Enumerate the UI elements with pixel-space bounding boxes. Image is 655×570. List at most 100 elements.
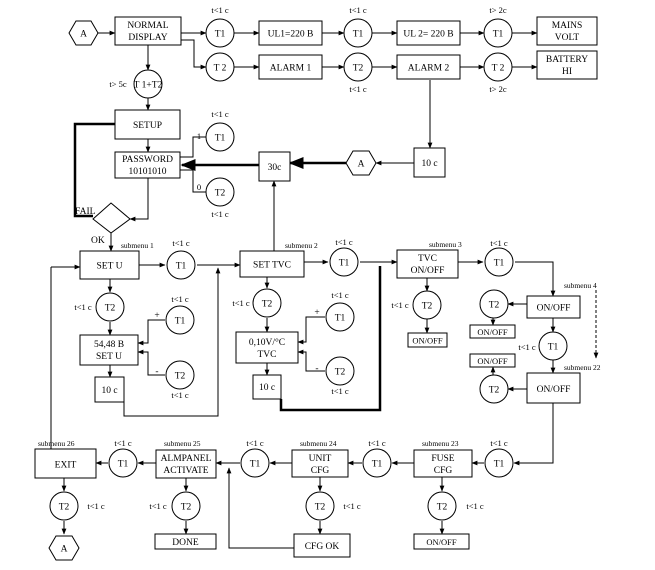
- submenu-26-label: submenu 26: [38, 439, 75, 448]
- cfg-ok-label: CFG OK: [305, 542, 340, 552]
- timer-t1-set-u: T1 t<1 c: [166, 238, 196, 280]
- almpanel-activate-box: ALMPANEL ACTIVATE: [155, 449, 217, 479]
- timer-label: T1: [215, 134, 226, 144]
- timer-condition: t<1 c: [331, 386, 349, 396]
- timer-t1-display: T1 t<1 c: [205, 5, 235, 48]
- exit-label: EXIT: [55, 461, 77, 471]
- timer-label: T2: [489, 386, 500, 396]
- timer-condition: t<1 c: [368, 438, 386, 448]
- timer-t2-submenu-4: T2: [479, 289, 509, 319]
- end-connector-label: A: [61, 545, 68, 555]
- timer-condition: t<1 c: [171, 390, 189, 400]
- alarm1-label: ALARM 1: [270, 64, 312, 74]
- timer-condition: t<1 c: [211, 109, 229, 119]
- unit-cfg-line1: UNIT: [309, 454, 332, 464]
- timer-label: T1: [494, 259, 505, 269]
- timer-t2-minus-tvc: T2 t<1 c: [325, 356, 355, 396]
- timer-condition: t<1 c: [518, 342, 536, 352]
- timer-condition: t<1 c: [490, 238, 508, 248]
- timer-t2-fuse: T2 t<1 c: [427, 491, 484, 521]
- timer-label: T1: [548, 343, 559, 353]
- done-label: DONE: [172, 538, 199, 548]
- timer-label: T 1+T2: [134, 81, 163, 91]
- timer-t1-t2-combo: T 1+T2 t> 5c: [109, 69, 163, 99]
- timer-condition: t> 5c: [109, 79, 127, 89]
- almpanel-line1: ALMPANEL: [161, 454, 212, 464]
- timer-condition: t<1 c: [114, 438, 132, 448]
- tvc-onoff-box: TVC ON/OFF: [396, 249, 459, 279]
- timer-t2-display: T 2: [205, 52, 235, 82]
- timer-10c-label: 10 c: [101, 386, 117, 396]
- start-connector-label: A: [80, 30, 87, 40]
- password-line2: 10101010: [129, 167, 167, 177]
- onoff-fuse-result: ON/OFF: [413, 533, 470, 550]
- cfg-ok-box: CFG OK: [293, 533, 351, 558]
- timer-30c-box: 30c: [258, 151, 291, 182]
- timer-10c-tvc-box: 10 c: [252, 374, 282, 400]
- timer-t1-ul1: T1 t<1 c: [343, 5, 373, 48]
- timer-label: T1: [335, 314, 346, 324]
- password-box: PASSWORD 10101010: [114, 151, 181, 179]
- battery-hi-box: BATTERY HI: [536, 50, 598, 80]
- tvc-onoff-line2: ON/OFF: [411, 266, 445, 276]
- submenu-24-label: submenu 24: [300, 439, 337, 448]
- onoff-submenu-22-box: ON/OFF: [526, 372, 581, 404]
- set-tvc-box: SET TVC: [239, 250, 305, 278]
- battery-hi-line2: HI: [562, 67, 572, 77]
- exit-box: EXIT: [34, 448, 97, 479]
- onoff-label: ON/OFF: [477, 356, 508, 366]
- connectors: [50, 30, 599, 549]
- timer-t2-minus-set-u: T2 t<1 c: [165, 360, 195, 400]
- timer-condition: t<1 c: [232, 298, 250, 308]
- timer-t2-password: T2 t<1 c: [205, 177, 235, 219]
- onoff-label: ON/OFF: [537, 385, 571, 395]
- submenu-4-label: submenu 4: [564, 281, 597, 290]
- ul1-box: UL1=220 B: [258, 20, 323, 46]
- ul1-label: UL1=220 B: [268, 30, 314, 40]
- normal-display-line1: NORMAL: [127, 21, 168, 31]
- password-zero-label: 0: [197, 182, 201, 192]
- password-line1: PASSWORD: [122, 155, 173, 165]
- timer-label: T2: [437, 503, 448, 513]
- fuse-cfg-box: FUSE CFG: [413, 449, 473, 478]
- timer-t1-password: T1 t<1 c: [205, 109, 235, 152]
- onoff-label: ON/OFF: [477, 327, 508, 337]
- timer-10c-label: 10 c: [259, 383, 275, 393]
- done-box: DONE: [154, 533, 217, 550]
- timer-t2-submenu-22: T2: [479, 374, 509, 404]
- timer-t1-plus-tvc: T1 t<1 c: [325, 290, 355, 332]
- timer-t1-tvc-onoff: T1 t<1 c: [484, 238, 514, 277]
- timer-condition: t<1 c: [246, 438, 264, 448]
- alarm1-box: ALARM 1: [258, 54, 323, 80]
- timer-t2-alarm2: T 2 t> 2c: [483, 52, 513, 94]
- set-u-value-line2: SET U: [96, 352, 122, 362]
- timer-t1-plus-set-u: T1 t<1 c: [165, 294, 195, 335]
- timer-condition: t<1 c: [343, 501, 361, 511]
- timer-label: T1: [494, 460, 505, 470]
- timer-condition: t<1 c: [211, 5, 229, 15]
- ul2-box: UL 2= 220 B: [396, 20, 461, 46]
- timer-condition: t<1 c: [87, 501, 105, 511]
- onoff-label: ON/OFF: [426, 537, 457, 547]
- password-check-diamond: [92, 202, 131, 234]
- timer-label: T2: [335, 368, 346, 378]
- timer-label: T1: [250, 460, 261, 470]
- mains-volt-line2: VOLT: [555, 33, 580, 43]
- start-connector: A: [68, 20, 99, 46]
- timer-label: T 2: [492, 64, 505, 74]
- timer-condition: t<1 c: [391, 300, 409, 310]
- onoff-tvc-result: ON/OFF: [407, 332, 448, 348]
- normal-display-line2: DISPLAY: [128, 33, 167, 43]
- timer-condition: t<1 c: [171, 294, 189, 304]
- tvc-value-line2: TVC: [258, 350, 277, 360]
- onoff-submenu-4-box: ON/OFF: [526, 295, 581, 319]
- set-u-box: SET U: [79, 250, 140, 280]
- timer-label: T2: [353, 64, 364, 74]
- timer-label: T2: [215, 189, 226, 199]
- submenu-22-label: submenu 22: [564, 363, 601, 372]
- connector-a-label: A: [358, 160, 365, 170]
- set-u-value-box: 54,48 B SET U: [79, 334, 139, 366]
- timer-label: T2: [105, 304, 116, 314]
- plus-label: +: [154, 311, 159, 321]
